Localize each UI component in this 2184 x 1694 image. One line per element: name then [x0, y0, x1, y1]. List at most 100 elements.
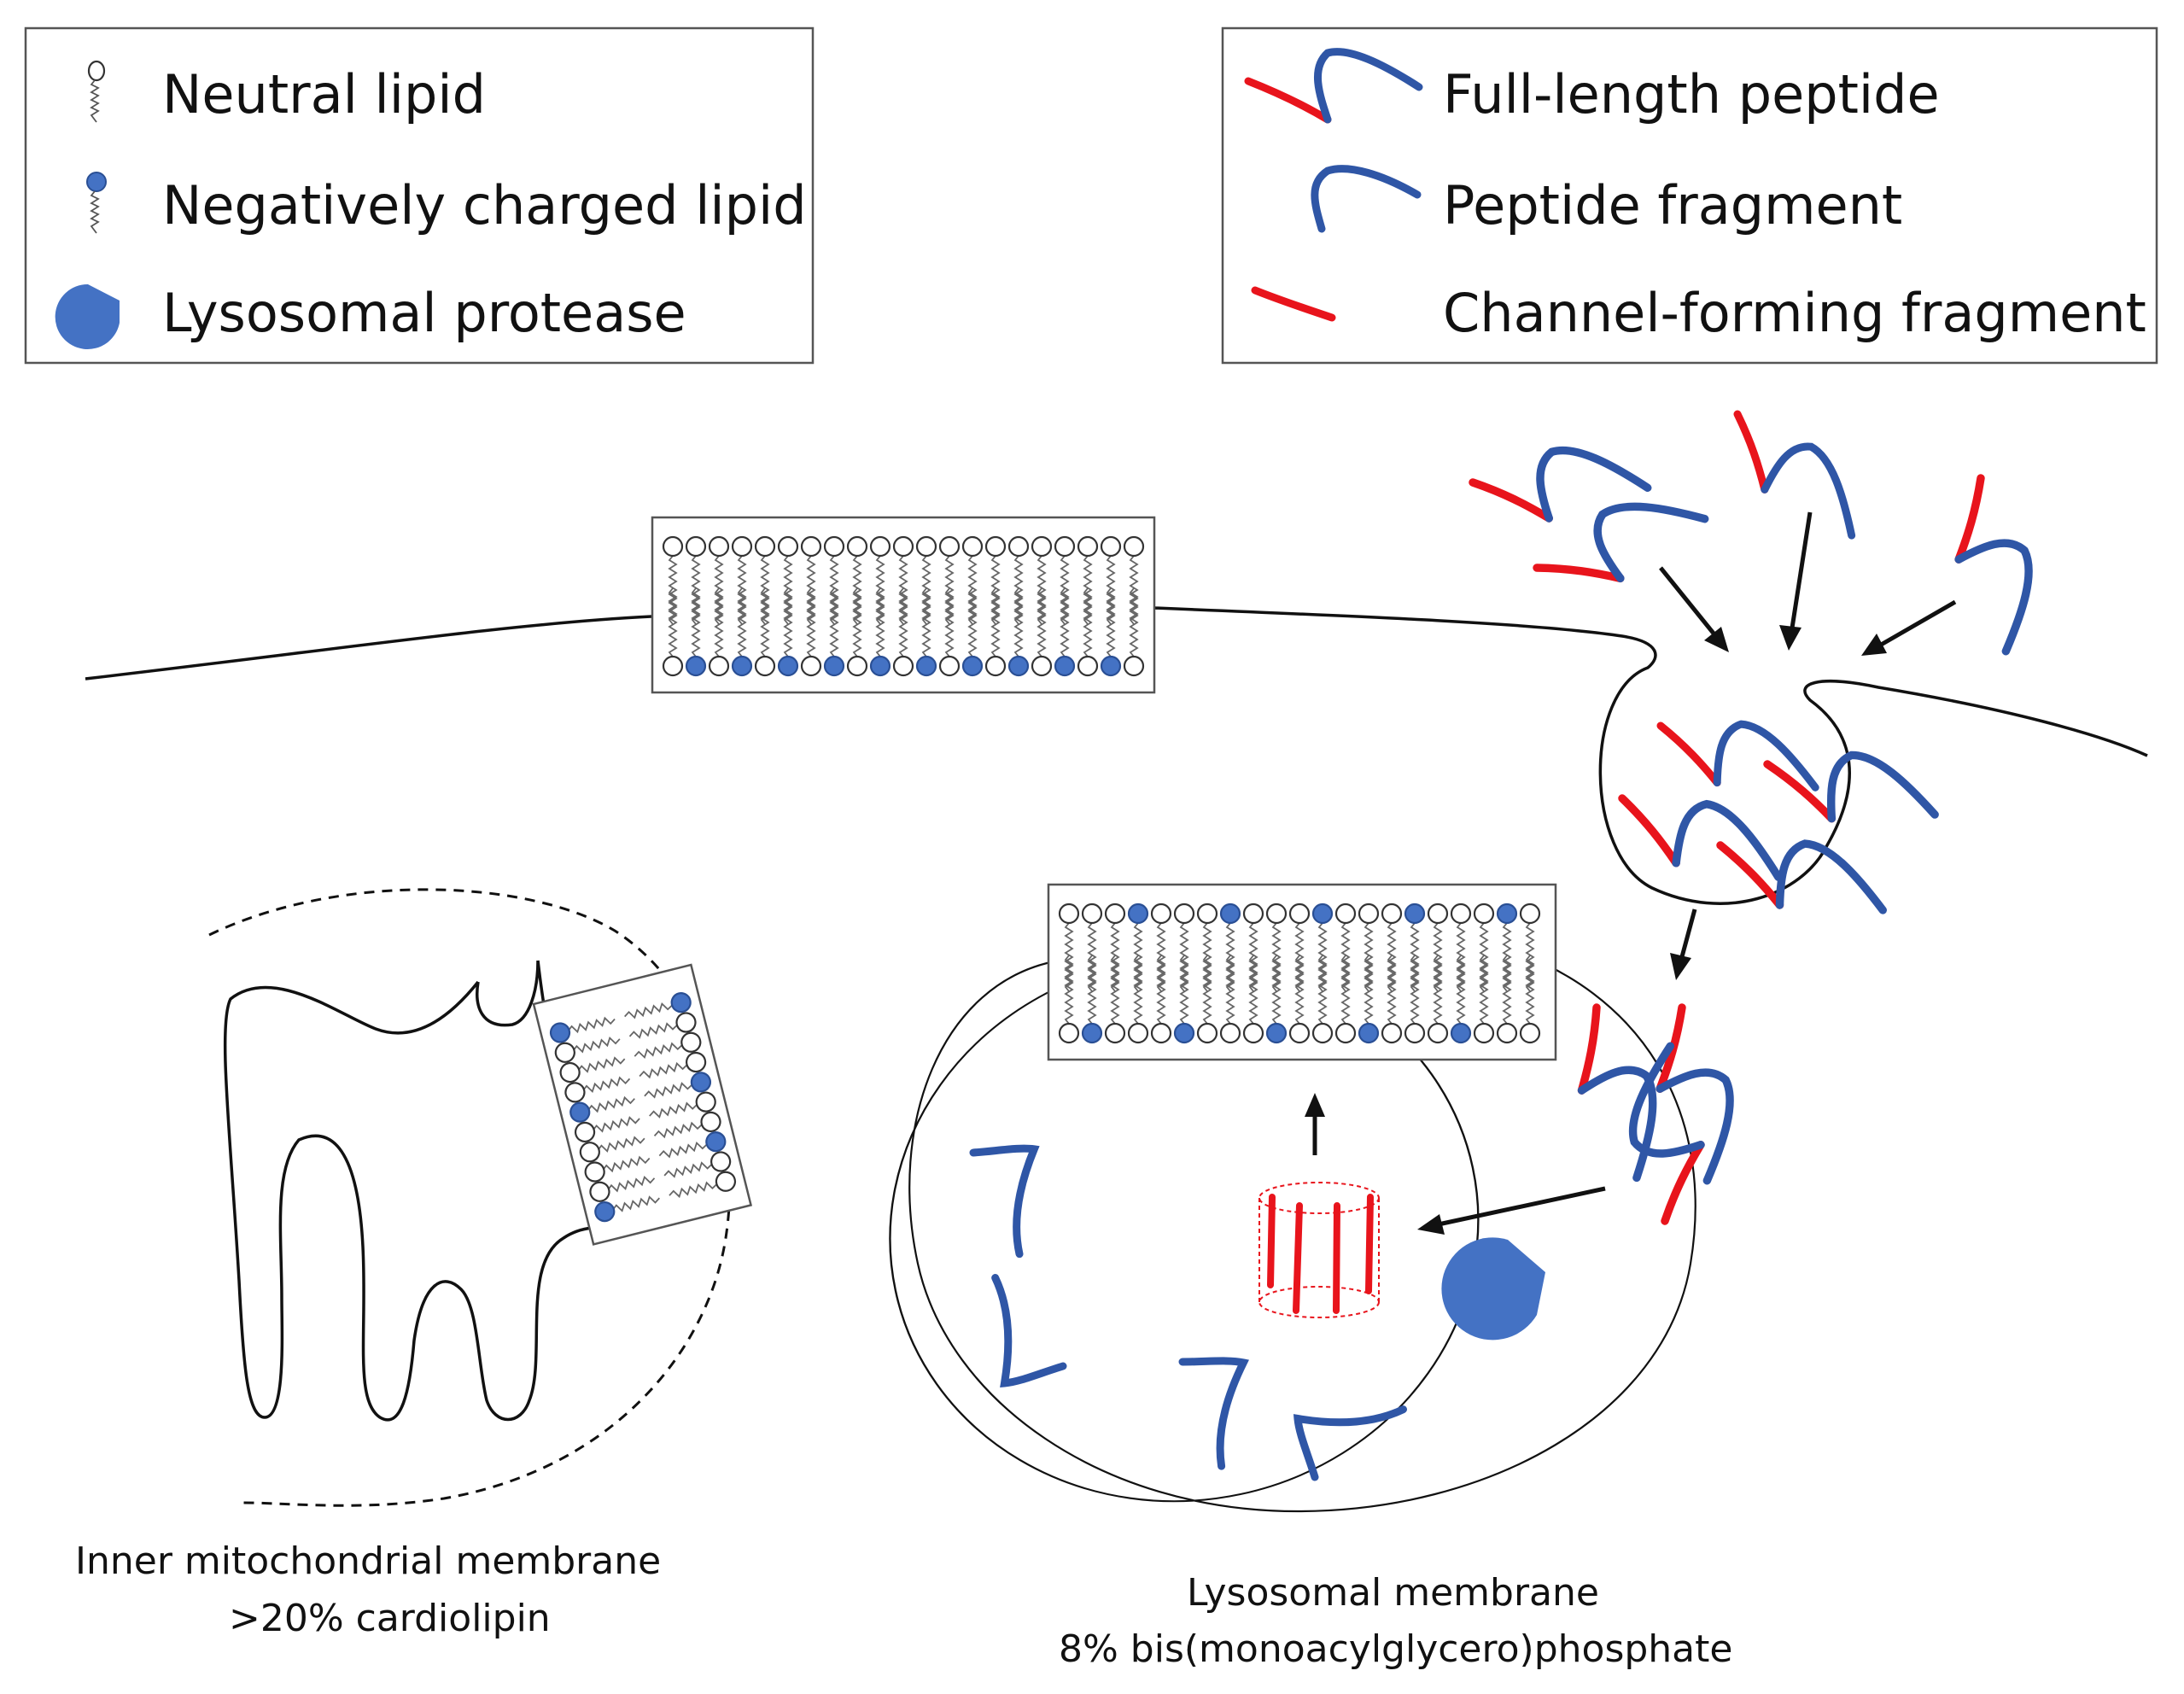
neutral-lipid-head: [846, 535, 868, 558]
neutral-lipid-head: [1150, 1022, 1172, 1044]
neutral-lipid-head: [1427, 1022, 1449, 1044]
neutral-lipid-head: [1058, 1022, 1080, 1044]
lysosome-caption-line1: Lysosomal membrane: [1187, 1571, 1599, 1615]
lipid-tail: [669, 1181, 718, 1199]
charged-lipid-head: [685, 655, 707, 677]
legend-negatively-charged-lipid-label: Negatively charged lipid: [162, 174, 807, 237]
peptide-fragment-segment: [1954, 539, 2033, 656]
neutral-lipid-head: [1123, 535, 1145, 558]
neutral-lipid-head: [1031, 655, 1053, 677]
full-length-peptide-icon: [1244, 48, 1423, 124]
neutral-lipid-head: [1104, 902, 1126, 925]
charged-lipid-head: [823, 655, 845, 677]
neutral-lipid-head: [1473, 902, 1495, 925]
charged-lipid-head: [1496, 902, 1518, 925]
full-length-peptide: [1469, 446, 1652, 523]
charged-lipid-head: [777, 655, 799, 677]
mitochondrion-outer-membrane: [208, 888, 732, 1507]
neutral-lipid-head: [695, 1091, 716, 1113]
neutral-lipid-head: [662, 655, 684, 677]
neutral-lipid-head: [1242, 1022, 1264, 1044]
neutral-lipid-head: [1150, 902, 1172, 925]
neutral-lipid-head: [961, 535, 984, 558]
neutral-lipid-head: [1173, 902, 1195, 925]
charged-lipid-head: [1127, 902, 1149, 925]
neutral-lipid-head: [1100, 535, 1122, 558]
channel-forming-segment: [1954, 474, 1985, 564]
charged-lipid-head: [1265, 1022, 1288, 1044]
mitochondrial-bilayer-patch: [532, 963, 753, 1246]
neutral-lipid-head: [1104, 1022, 1126, 1044]
peptide-fragment-icon: [1311, 165, 1422, 233]
lipid-tail: [572, 1036, 621, 1054]
full-length-peptide: [1716, 839, 1887, 914]
neutral-lipid-head: [1077, 655, 1099, 677]
lipid-tail: [607, 1175, 656, 1193]
lysosomal-protease-icon: [55, 283, 120, 349]
plasma-membrane-bilayer-patch: [651, 516, 1156, 694]
charged-lipid-head: [1007, 655, 1030, 677]
neutral-lipid-head: [685, 535, 707, 558]
charged-lipid-head: [1173, 1022, 1195, 1044]
neutral-lipid-head: [754, 535, 776, 558]
neutral-lipid-head: [731, 535, 753, 558]
lipid-tail: [602, 1155, 651, 1173]
neutral-lipid-head: [559, 1061, 581, 1084]
charged-lipid-head: [961, 655, 984, 677]
lipid-tail: [597, 1136, 645, 1153]
neutral-lipid-head: [777, 535, 799, 558]
lipid-tail: [577, 1056, 626, 1073]
lipid-tail: [644, 1082, 693, 1099]
neutral-lipid-head: [823, 535, 845, 558]
lipid-tail: [587, 1095, 635, 1113]
neutral-lipid-head: [984, 655, 1007, 677]
peptide-fragment-segment: [1536, 446, 1652, 523]
neutral-lipid-head: [680, 1031, 702, 1053]
neutral-lipid-head: [938, 655, 961, 677]
neutral-lipid-head: [1288, 1022, 1311, 1044]
lipid-tail: [658, 1141, 709, 1159]
peptide-fragment-segment: [1761, 442, 1856, 540]
neutral-lipid-head: [554, 1042, 575, 1063]
full-length-peptide: [1656, 1003, 1734, 1185]
negatively-charged-lipid-icon: [86, 172, 107, 234]
neutral-lipid-head: [1311, 1022, 1334, 1044]
lipid-tail: [568, 1016, 616, 1034]
peptide-fragment-segment: [1672, 799, 1783, 881]
legend-right-box: [1221, 26, 2158, 365]
legend-full-length-peptide-label: Full-length peptide: [1443, 63, 1940, 126]
lipid-tail: [612, 1195, 660, 1212]
channel-forming-segment: [1656, 1003, 1686, 1093]
legend-lysosomal-protease-label: Lysosomal protease: [162, 282, 686, 344]
charged-lipid-head: [670, 992, 692, 1013]
neutral-lipid-icon: [87, 60, 106, 123]
full-length-peptide: [1763, 751, 1939, 823]
full-length-peptide: [1618, 794, 1783, 881]
neutral-lipid-head: [1196, 902, 1218, 925]
peptide-fragment: [1178, 1357, 1249, 1470]
neutral-lipid-head: [715, 1171, 737, 1192]
neutral-lipid-head: [564, 1082, 586, 1103]
lipid-tail: [624, 1002, 674, 1019]
charged-lipid-head: [569, 1101, 591, 1123]
charged-lipid-head: [1404, 902, 1426, 925]
peptide-fragment: [969, 1144, 1040, 1259]
neutral-lipid-head: [1127, 1022, 1149, 1044]
charged-lipid-head: [1311, 902, 1334, 925]
lysosomal-protease: [1441, 1237, 1545, 1341]
neutral-lipid-head: [1288, 902, 1311, 925]
charged-lipid-head: [705, 1131, 727, 1153]
neutral-lipid-head: [1473, 1022, 1495, 1044]
mitochondria-caption-line2: >20% cardiolipin: [229, 1597, 551, 1640]
neutral-lipid-head: [915, 535, 937, 558]
charged-lipid-head: [1219, 902, 1241, 925]
channel-forming-segment: [1533, 564, 1625, 583]
neutral-lipid-head: [938, 535, 961, 558]
neutral-lipid-head: [1496, 1022, 1518, 1044]
charged-lipid-head: [1358, 1022, 1380, 1044]
full-length-peptide: [1656, 720, 1819, 792]
charged-lipid-head: [594, 1200, 616, 1223]
neutral-lipid-head: [589, 1181, 610, 1202]
peptide-fragment-segment: [1577, 1066, 1657, 1183]
